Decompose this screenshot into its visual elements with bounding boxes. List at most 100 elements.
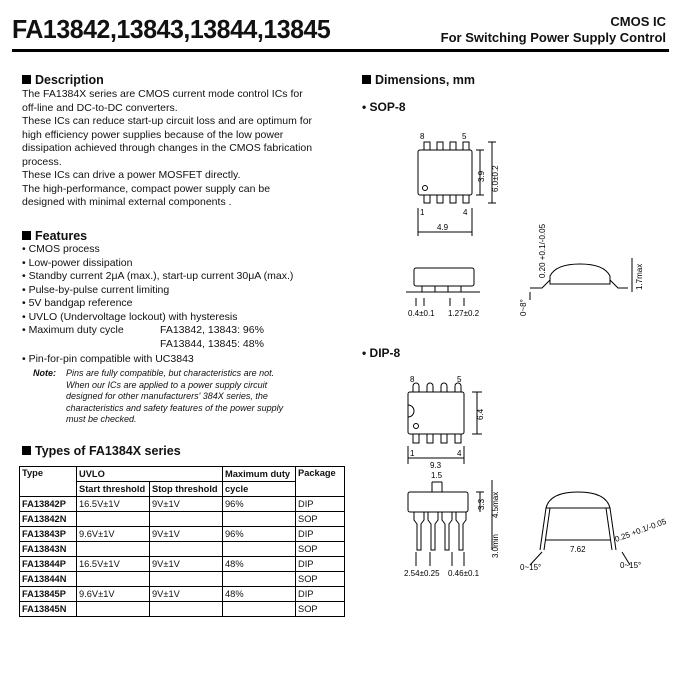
cell-stop <box>149 541 223 557</box>
cell-package: SOP <box>295 571 345 587</box>
duty-value: FA13842, 13843: 96% <box>160 324 264 336</box>
cell-start: 9.6V±1V <box>76 586 150 602</box>
sop8-top-view <box>417 141 496 236</box>
feature-item: • Pin-for-pin compatible with UC3843 <box>22 353 194 365</box>
duty-value: FA13844, 13845: 48% <box>160 337 264 350</box>
cell-start: 16.5V±1V <box>76 556 150 572</box>
dip8-angle-right-dim: 0~15° <box>620 561 641 570</box>
cell-start <box>76 571 150 587</box>
dip8-lead-length-dim: 1.5 <box>431 471 443 480</box>
description-line: off-line and DC-to-DC converters. <box>22 101 178 114</box>
cell-type: FA13843N <box>19 541 77 557</box>
cell-stop <box>149 511 223 527</box>
cell-stop <box>149 601 223 617</box>
cell-duty: 48% <box>222 586 296 602</box>
cell-duty: 96% <box>222 526 296 542</box>
note-label: Note: <box>33 368 56 378</box>
types-heading: Types of FA1384X series <box>22 444 181 458</box>
product-subtitle: For Switching Power Supply Control <box>440 30 666 45</box>
dip8-label: • DIP-8 <box>362 346 401 360</box>
feature-item: • Low-power dissipation <box>22 256 133 269</box>
cell-type: FA13844P <box>19 556 77 572</box>
cell-type: FA13845P <box>19 586 77 602</box>
sop8-angle-dim: 0~8° <box>519 299 528 316</box>
description-line: The FA1384X series are CMOS current mode… <box>22 88 303 100</box>
description-line: designed with minimal external component… <box>22 196 232 208</box>
sop8-pin4-label: 4 <box>463 208 468 217</box>
dip8-row-spacing-dim: 7.62 <box>570 545 586 554</box>
table-header-row: Type UVLO Maximum duty Package <box>19 466 345 497</box>
dip8-notch <box>407 404 415 418</box>
sop8-body <box>417 149 473 196</box>
description-line: dissipation achieved through changes in … <box>22 142 313 154</box>
features-list: • CMOS process • Low-power dissipation •… <box>22 243 352 338</box>
sop8-bottom-leads <box>423 194 470 204</box>
cell-stop: 9V±1V <box>149 526 223 542</box>
dip8-angle-left-dim: 0~15° <box>520 563 541 572</box>
sop8-pin8-label: 8 <box>420 132 425 141</box>
product-category: CMOS IC <box>610 14 666 29</box>
dip8-top-view <box>407 382 482 464</box>
header-stop: Stop threshold <box>149 481 223 497</box>
dip8-pin1-label: 1 <box>410 449 415 458</box>
cell-package: SOP <box>295 541 345 557</box>
sop8-width-dim: 4.9 <box>437 223 449 232</box>
dip8-pin8-label: 8 <box>410 375 415 384</box>
dip8-pitch-dim: 2.54±0.25 <box>404 569 440 578</box>
sop8-pitch-dim: 1.27±0.2 <box>448 309 480 318</box>
header-rule <box>12 49 669 52</box>
cell-start: 9.6V±1V <box>76 526 150 542</box>
feature-item: • CMOS process <box>22 243 100 255</box>
sop8-lead-width-dim: 0.4±0.1 <box>408 309 435 318</box>
note-line: designed for other manufacturers' 384X s… <box>66 391 268 401</box>
cell-package: DIP <box>295 586 345 602</box>
description-heading: Description <box>22 73 104 87</box>
header-type: Type <box>19 466 77 497</box>
note-line: characteristics and safety features of t… <box>66 402 284 413</box>
header-package: Package <box>295 466 345 497</box>
cell-duty: 96% <box>222 496 296 512</box>
cell-duty <box>222 541 296 557</box>
sop8-thickness-dim: 0.20 +0.1/-0.05 <box>538 223 547 278</box>
cell-start: 16.5V±1V <box>76 496 150 512</box>
cell-stop: 9V±1V <box>149 586 223 602</box>
dip8-front-view <box>407 480 493 566</box>
dip8-top-leads <box>412 382 462 392</box>
sop8-label: • SOP-8 <box>362 100 406 114</box>
cell-type: FA13844N <box>19 571 77 587</box>
dip8-pin5-label: 5 <box>457 375 462 384</box>
cell-package: DIP <box>295 556 345 572</box>
header-start: Start threshold <box>76 481 150 497</box>
header-duty: Maximum duty <box>222 466 296 482</box>
cell-duty <box>222 601 296 617</box>
duty-values: FA13842, 13843: 96% FA13844, 13845: 48% <box>160 324 264 351</box>
sop8-max-height-dim: 1.7max <box>635 264 644 290</box>
dip8-min-lead-dim: 3.0min <box>491 534 500 558</box>
types-table-wrap: Type UVLO Maximum duty Package Start thr… <box>19 466 345 617</box>
header-duty-cycle: cycle <box>222 481 296 497</box>
feature-item: • Maximum duty cycle <box>22 324 124 336</box>
page-title: FA13842,13843,13844,13845 <box>12 14 331 44</box>
cell-duty: 48% <box>222 556 296 572</box>
features-heading: Features <box>22 229 87 243</box>
table-row: FA13844N SOP <box>19 571 345 587</box>
feature-item: • UVLO (Undervoltage lockout) with hyste… <box>22 310 238 323</box>
cell-type: FA13843P <box>19 526 77 542</box>
dip8-side-view <box>529 491 631 566</box>
cell-package: SOP <box>295 601 345 617</box>
sop8-side-view <box>529 258 633 300</box>
note-text: Pins are fully compatible, but character… <box>66 368 336 426</box>
sop8-top-leads <box>423 141 470 151</box>
cell-type: FA13842P <box>19 496 77 512</box>
cell-type: FA13842N <box>19 511 77 527</box>
cell-stop: 9V±1V <box>149 496 223 512</box>
sop8-pin1-label: 1 <box>420 208 425 217</box>
sop8-h2-dim: 6.0±0.2 <box>491 165 500 192</box>
cell-duty <box>222 571 296 587</box>
